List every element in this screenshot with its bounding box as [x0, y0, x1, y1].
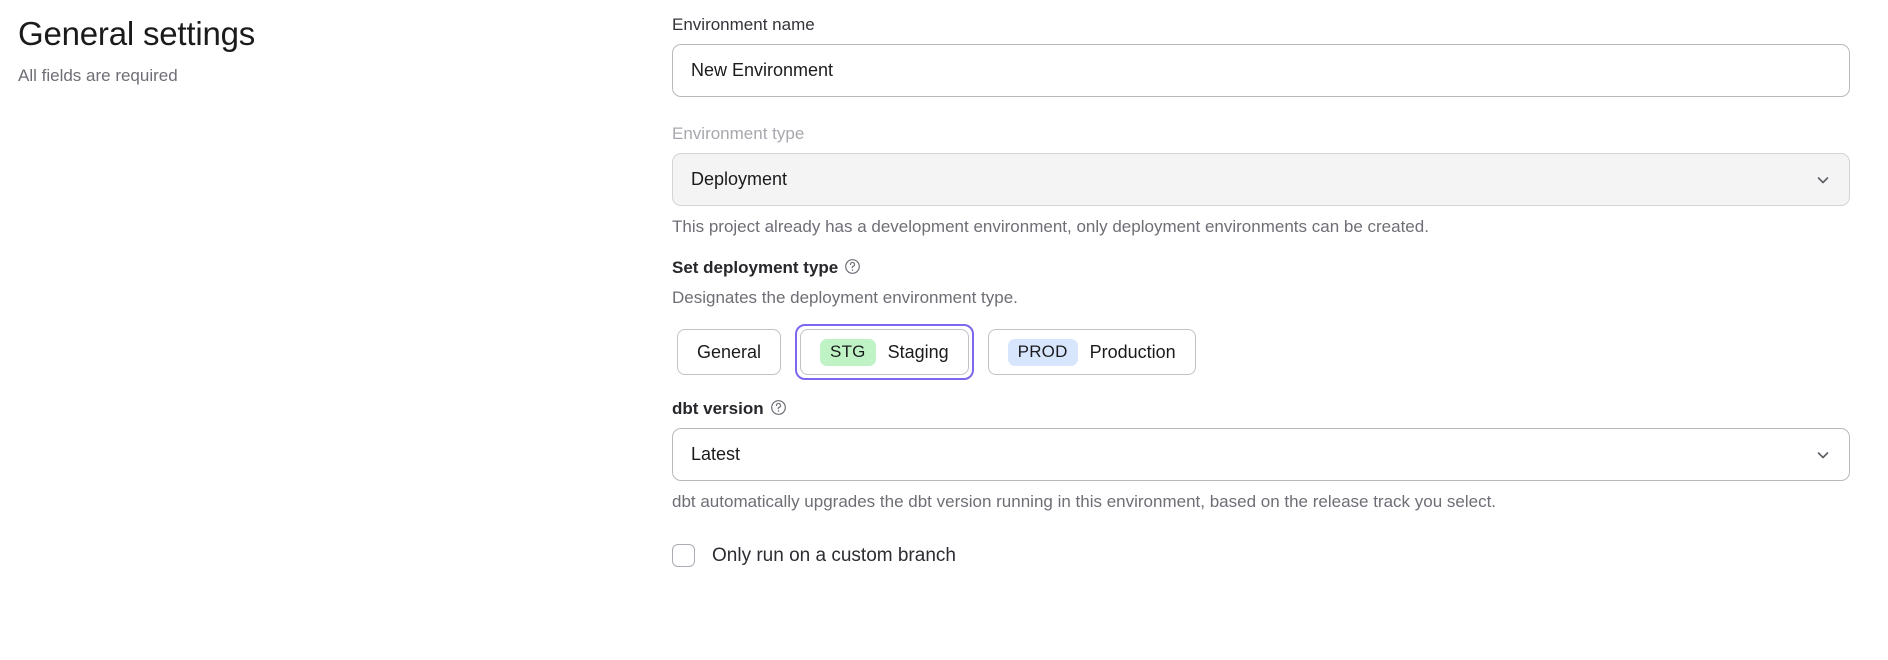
- deployment-type-option-production-wrap: PROD Production: [983, 324, 1201, 380]
- chevron-down-icon: [1815, 447, 1831, 463]
- environment-name-value: New Environment: [691, 60, 834, 81]
- field-environment-type: Environment type Deployment This project…: [672, 123, 1850, 239]
- dbt-version-help-text: dbt automatically upgrades the dbt versi…: [672, 492, 1497, 512]
- dbt-version-label: dbt version: [672, 398, 1850, 420]
- custom-branch-checkbox[interactable]: [672, 544, 695, 568]
- page-title: General settings: [18, 15, 256, 52]
- environment-type-help-text: This project already has a development e…: [672, 217, 1429, 237]
- field-custom-branch: Only run on a custom branch: [672, 544, 1850, 568]
- environment-type-select[interactable]: Deployment: [672, 153, 1850, 207]
- environment-type-label: Environment type: [672, 124, 805, 144]
- staging-badge: STG: [820, 338, 876, 366]
- deployment-type-option-production-label: Production: [1089, 341, 1176, 362]
- chevron-down-icon: [1815, 172, 1831, 188]
- environment-name-input[interactable]: New Environment: [672, 44, 1850, 98]
- field-environment-name: Environment name New Environment: [672, 14, 1850, 98]
- dbt-version-value: Latest: [691, 444, 741, 465]
- settings-form: Environment name New Environment Environ…: [672, 14, 1850, 568]
- deployment-type-option-production[interactable]: PROD Production: [987, 329, 1196, 376]
- deployment-type-segmented-control: General STG Staging PROD Production: [672, 324, 1850, 381]
- deployment-type-label: Set deployment type: [672, 257, 1850, 279]
- field-dbt-version: dbt version Latest dbt automatically upg…: [672, 398, 1850, 514]
- dbt-version-label-text: dbt version: [672, 399, 764, 419]
- environment-name-label: Environment name: [672, 15, 815, 34]
- field-deployment-type: Set deployment type Designates the deplo…: [672, 257, 1850, 381]
- environment-type-value: Deployment: [691, 169, 788, 190]
- page-header: General settings All fields are required: [18, 14, 518, 87]
- deployment-type-option-general-wrap: General: [672, 324, 786, 380]
- dbt-version-select[interactable]: Latest: [672, 428, 1850, 482]
- question-circle-icon[interactable]: [770, 399, 787, 416]
- page-subtitle: All fields are required: [18, 65, 178, 85]
- custom-branch-label: Only run on a custom branch: [712, 544, 956, 566]
- deployment-type-option-staging[interactable]: STG Staging: [800, 329, 969, 376]
- deployment-type-label-text: Set deployment type: [672, 258, 839, 278]
- deployment-type-option-staging-label: Staging: [887, 341, 949, 362]
- deployment-type-option-staging-wrap: STG Staging: [795, 324, 974, 381]
- deployment-type-option-general[interactable]: General: [677, 329, 782, 376]
- deployment-type-option-general-label: General: [697, 341, 762, 362]
- question-circle-icon[interactable]: [844, 258, 861, 275]
- deployment-type-description: Designates the deployment environment ty…: [672, 288, 1018, 308]
- production-badge: PROD: [1007, 338, 1078, 366]
